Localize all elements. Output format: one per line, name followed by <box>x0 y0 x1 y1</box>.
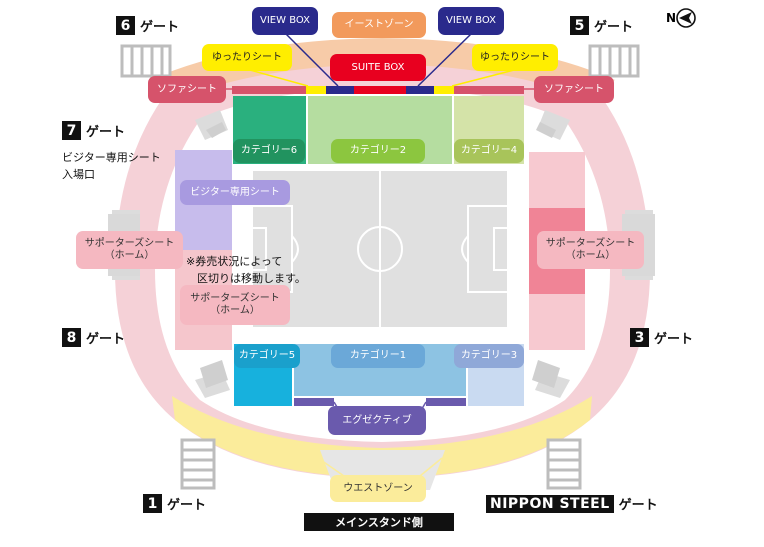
label-cat1[interactable]: カテゴリー1 <box>331 344 425 368</box>
west-zone-arc <box>172 396 592 478</box>
gate-3-number: 3 <box>630 328 649 347</box>
stairs-gate1 <box>180 438 216 490</box>
pitch-lines <box>251 169 509 329</box>
gate-8-label: ゲート <box>86 332 126 347</box>
label-cat4[interactable]: カテゴリー4 <box>454 139 524 163</box>
strip-sofa-left <box>232 86 306 94</box>
gate-7-number: 7 <box>62 121 81 140</box>
main-stand-label: メインスタンド側 <box>304 513 454 531</box>
gate-5-number: 5 <box>570 16 589 35</box>
label-yuttari-right[interactable]: ゆったりシート <box>472 44 558 71</box>
gate-6-label: ゲート <box>140 20 180 35</box>
label-suite-box[interactable]: SUITE BOX <box>330 54 426 81</box>
connector-lines <box>285 33 472 87</box>
label-cat3[interactable]: カテゴリー3 <box>454 344 524 368</box>
gate-6: 6 ゲート <box>116 16 179 35</box>
visitor-entrance-note: ビジター専用シート 入場口 <box>62 151 161 181</box>
stairs-gate-nippon-steel <box>546 438 582 490</box>
gate-5: 5 ゲート <box>570 16 633 35</box>
gate-3: 3 ゲート <box>630 328 693 347</box>
strip-yuttari-right <box>434 86 454 94</box>
label-view-box-right[interactable]: VIEW BOX <box>438 7 504 35</box>
strip-yuttari-left <box>306 86 326 94</box>
executive-bar-left <box>294 398 334 406</box>
gate-nippon-steel-label: ゲート <box>618 498 658 513</box>
gate-8-number: 8 <box>62 328 81 347</box>
gate-3-label: ゲート <box>654 332 694 347</box>
label-executive[interactable]: エグゼクティブ <box>328 406 426 435</box>
gate-1: 1 ゲート <box>143 494 206 513</box>
gate-1-label: ゲート <box>167 498 207 513</box>
walkway-arrow-top-right <box>536 122 556 138</box>
gate-5-label: ゲート <box>594 20 634 35</box>
label-supporters-left[interactable]: サポーターズシート （ホーム） <box>76 231 183 269</box>
label-sofa-right[interactable]: ソファシート <box>534 76 614 103</box>
label-supporters-mid[interactable]: サポーターズシート （ホーム） <box>180 285 290 325</box>
label-west-zone[interactable]: ウエストゾーン <box>330 475 426 502</box>
compass-label: N <box>666 11 677 25</box>
walkway-arrow-bottom-right <box>532 360 560 388</box>
gate-7: 7 ゲート <box>62 121 125 140</box>
gate-nippon-steel: NIPPON STEEL ゲート <box>486 494 658 513</box>
executive-bar-right <box>426 398 466 406</box>
label-cat6[interactable]: カテゴリー6 <box>233 139 305 163</box>
label-cat2[interactable]: カテゴリー2 <box>331 139 425 163</box>
notice-text: ※券売状況によって 区切りは移動します。 <box>186 255 306 285</box>
label-cat5[interactable]: カテゴリー5 <box>234 344 300 368</box>
stairs-gate5 <box>588 44 640 78</box>
label-view-box-left[interactable]: VIEW BOX <box>252 7 318 35</box>
gate-1-number: 1 <box>143 494 162 513</box>
strip-sofa-right <box>454 86 524 94</box>
label-east-zone[interactable]: イーストゾーン <box>332 12 426 38</box>
gate-nippon-steel-name: NIPPON STEEL <box>486 494 614 513</box>
walkway-arrow-bottom-left <box>200 360 228 388</box>
gate-7-label: ゲート <box>86 125 126 140</box>
strip-view-left <box>326 86 354 94</box>
gate-6-number: 6 <box>116 16 135 35</box>
section-supporters-right-light-top <box>529 152 585 208</box>
stairs-gate6 <box>120 44 172 78</box>
section-supporters-right-light-bottom <box>529 294 585 350</box>
label-sofa-left[interactable]: ソファシート <box>148 76 226 103</box>
strip-view-right <box>406 86 434 94</box>
strip-suite <box>354 86 406 94</box>
walkway-arrow-top-left <box>206 122 226 138</box>
label-yuttari-left[interactable]: ゆったりシート <box>202 44 292 71</box>
label-supporters-right[interactable]: サポーターズシート （ホーム） <box>537 231 644 269</box>
label-visitor[interactable]: ビジター専用シート <box>180 180 290 205</box>
gate-8: 8 ゲート <box>62 328 125 347</box>
